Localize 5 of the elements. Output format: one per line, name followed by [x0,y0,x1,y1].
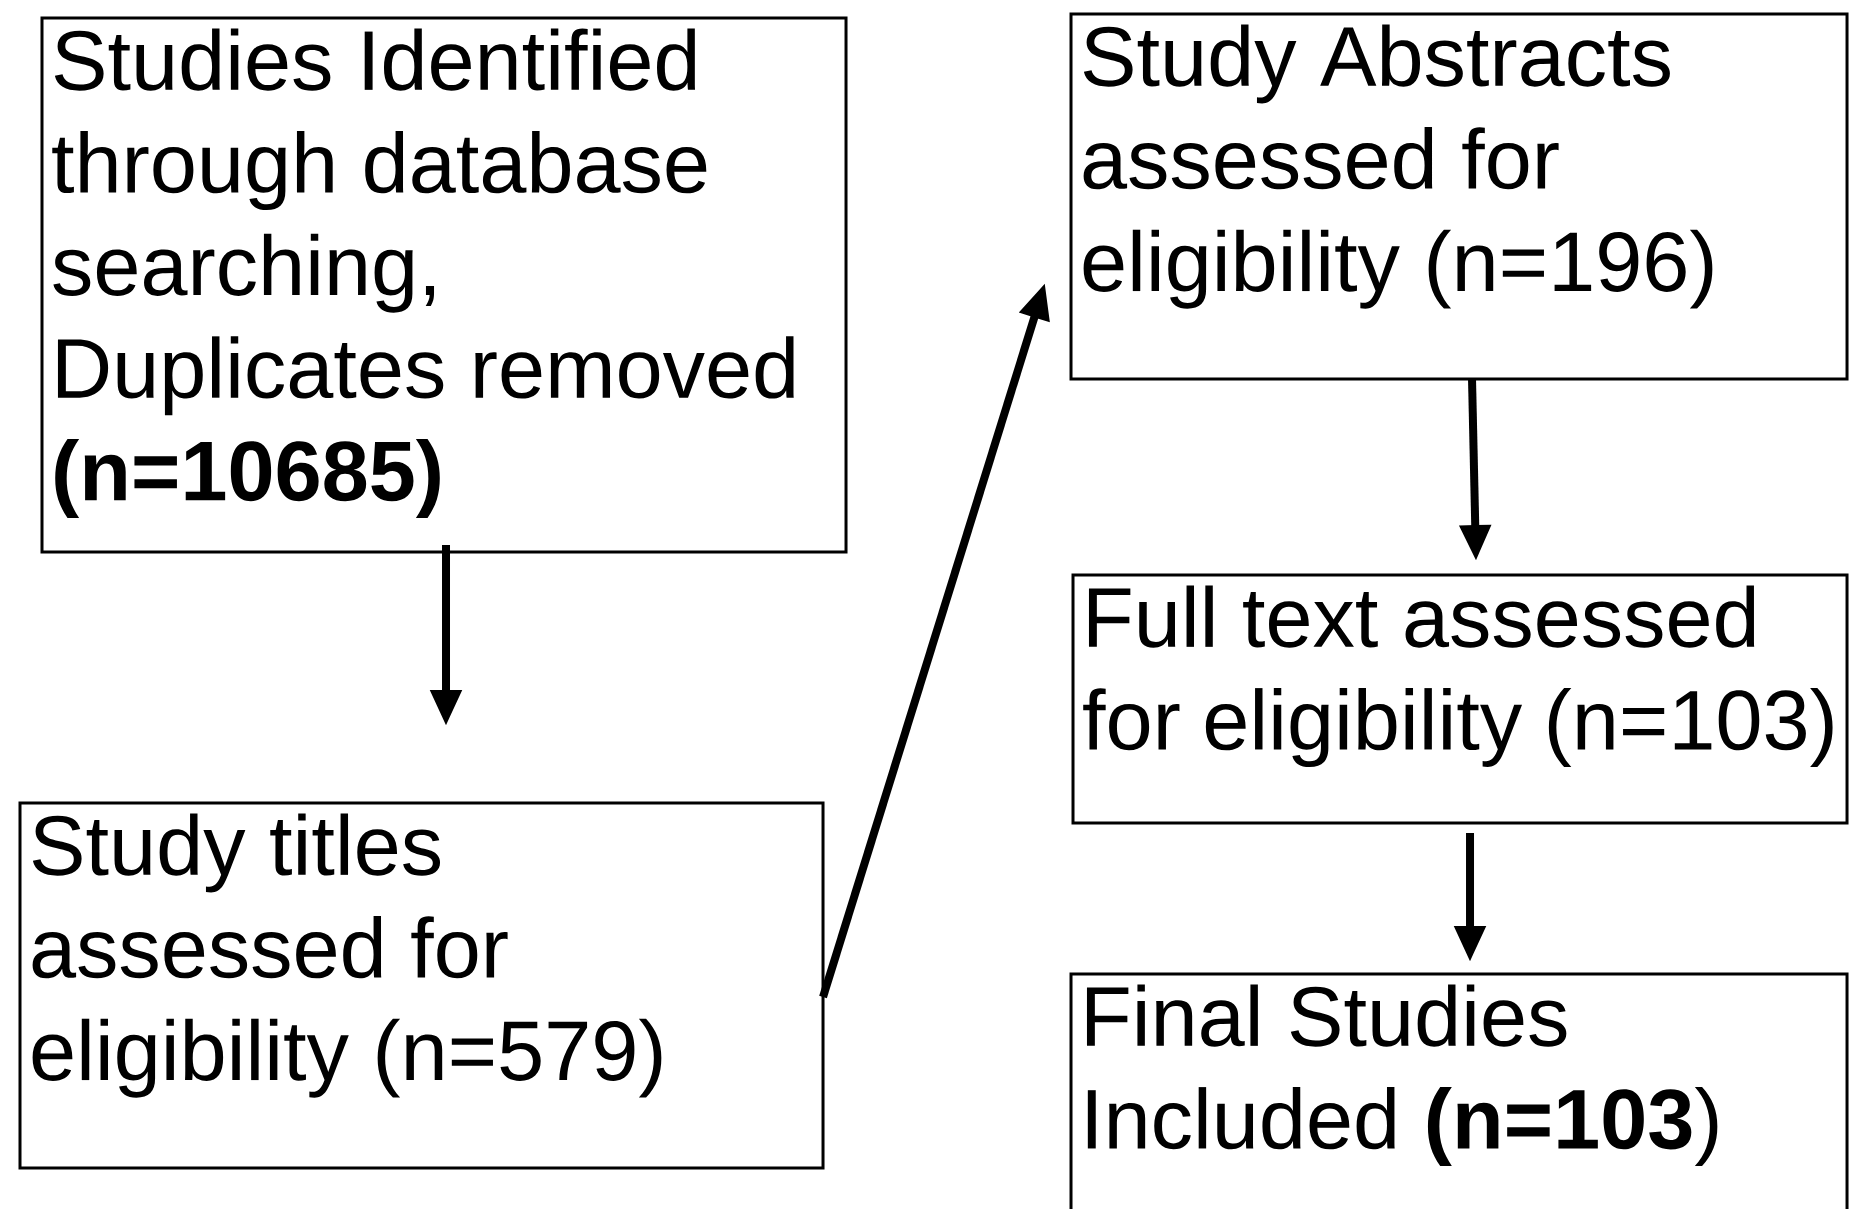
process-box: Full text assessed for eligibility (n=103) [1071,573,1849,825]
process-box: Final Studies Included (n=103) [1069,972,1849,1209]
process-box: Studies Identified through database searching, Duplicates removed (n=10685) [40,16,848,554]
process-box: Study titles assessed for eligibility (n=579) [18,801,825,1170]
process-box: Study Abstracts assessed for eligibility (n=196) [1069,12,1849,381]
